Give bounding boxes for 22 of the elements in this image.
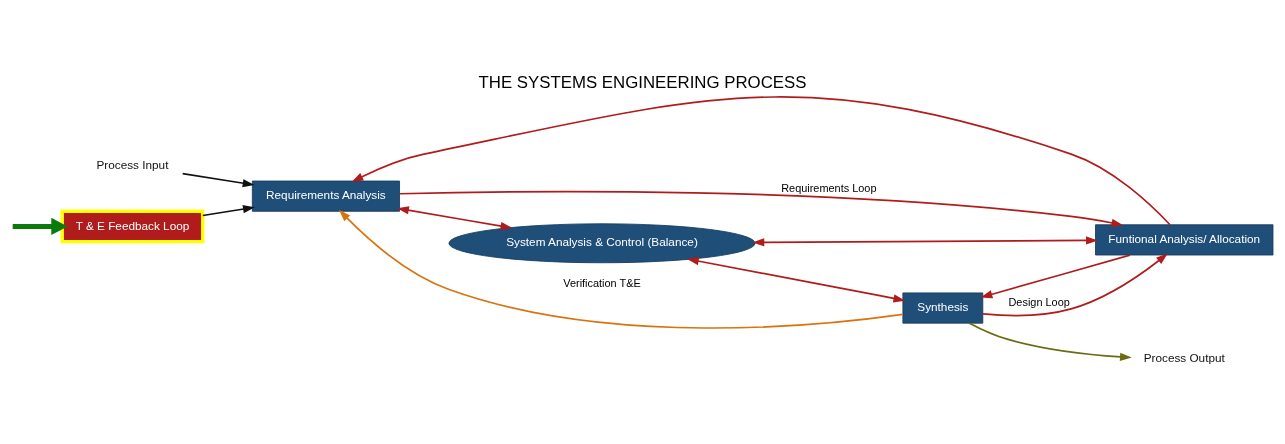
arrow (12, 217, 68, 235)
arrow (968, 321, 1132, 361)
node-box: T & E Feedback Loop (60, 209, 205, 243)
node-text: Process Output (1143, 350, 1225, 364)
node-box: Synthesis (902, 291, 984, 324)
arrow (351, 95, 1171, 226)
node-box: Requirements Analysis (251, 180, 400, 212)
diagram-title: THE SYSTEMS ENGINEERING PROCESS (478, 72, 807, 92)
node-text: Process Input (96, 157, 169, 171)
arrow (687, 256, 906, 302)
edge-label: Design Loop (1008, 295, 1070, 308)
arrow (181, 172, 255, 187)
arrow (980, 253, 1131, 298)
edge-label: Verification T&E (563, 276, 641, 288)
arrow (752, 235, 1098, 246)
node-box: Funtional Analysis/ Allocation (1095, 223, 1274, 255)
edge-label: Requirements Loop (781, 181, 877, 194)
arrow (202, 204, 255, 216)
arrow (398, 190, 1124, 227)
arrow (338, 209, 904, 329)
arrow (982, 252, 1168, 316)
arrow (397, 205, 513, 230)
